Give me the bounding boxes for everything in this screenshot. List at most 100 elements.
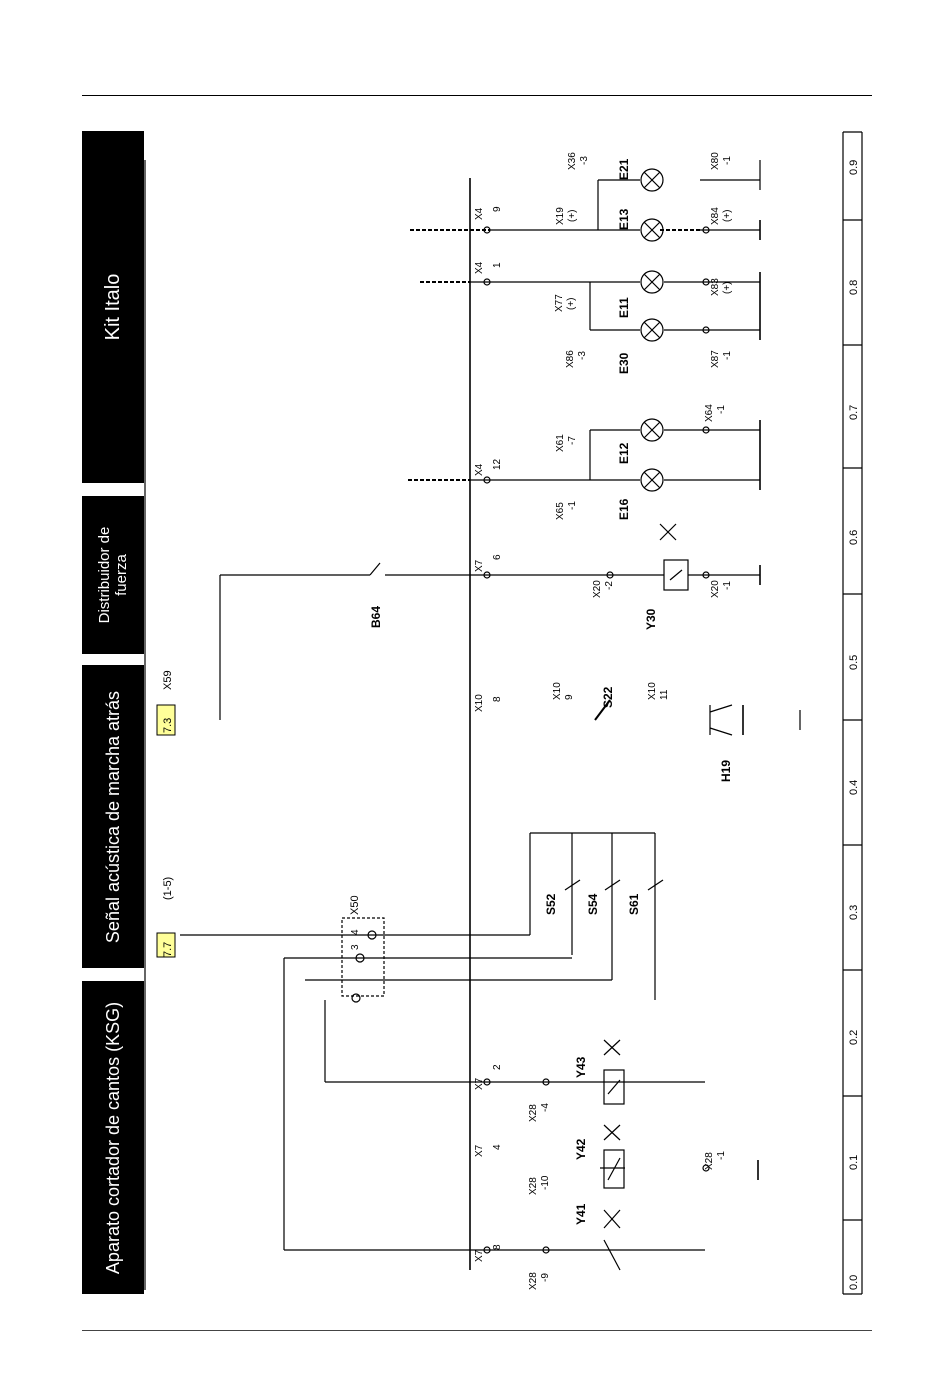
scale-label: 0.9	[848, 160, 860, 175]
conn-label: -10	[540, 1175, 551, 1190]
conn-label: -4	[540, 1103, 551, 1112]
conn-label: X7	[474, 559, 485, 572]
header-aparato: Aparato cortador de cantos (KSG)	[82, 981, 144, 1294]
conn-label: X7	[474, 1077, 485, 1090]
connector-pin	[351, 993, 361, 1003]
switch-b64-contact	[369, 562, 381, 576]
scale-label: 0.7	[848, 405, 860, 420]
conn-label: X28	[528, 1104, 539, 1122]
conn-label: X28	[528, 1272, 539, 1290]
header-distribuidor: Distribuidor de fuerza	[82, 496, 144, 654]
label-s61: S61	[627, 893, 641, 915]
label-e16: E16	[617, 498, 631, 520]
terminal	[483, 1078, 491, 1086]
conn-label: X4	[474, 207, 485, 220]
label-e30: E30	[617, 352, 631, 374]
conn-label: 12	[492, 458, 503, 470]
lamp-e21-icon	[640, 168, 664, 192]
conn-label: X77	[554, 294, 565, 312]
valve-mark	[607, 1157, 621, 1181]
conn-label: X7	[474, 1249, 485, 1262]
conn-label: (+)	[567, 210, 578, 223]
header-senal-acustica: Señal acústica de marcha atrás	[82, 665, 144, 968]
horn-h19-icon	[709, 704, 733, 713]
lamp-e13-icon	[640, 218, 664, 242]
terminal	[483, 476, 491, 484]
conn-label: 4	[492, 1144, 503, 1150]
conn-label: -2	[604, 581, 615, 590]
conn-label: -3	[577, 351, 588, 360]
lamp-cross	[643, 273, 661, 291]
label-e12: E12	[617, 442, 631, 464]
lamp-e12-icon	[640, 418, 664, 442]
conn-label: X7	[474, 1144, 485, 1157]
conn-label: (+)	[722, 282, 733, 295]
scale-label: 0.8	[848, 280, 860, 295]
connector-pin	[355, 953, 365, 963]
conn-label: X10	[552, 682, 563, 700]
valve-x	[603, 1209, 621, 1229]
connector-x50-box	[341, 917, 385, 997]
relay-y30-x	[659, 523, 677, 541]
conn-label: (+)	[566, 298, 577, 311]
conn-label: X87	[710, 350, 721, 368]
label-s22: S22	[601, 686, 615, 708]
label-y42: Y42	[574, 1138, 588, 1160]
conn-label: X36	[567, 152, 578, 170]
ref-7-7: 7.7	[162, 942, 174, 957]
scale-label: 0.5	[848, 655, 860, 670]
conn-label: -1	[716, 1151, 727, 1160]
conn-label: X86	[565, 350, 576, 368]
terminal	[702, 226, 710, 234]
connector-pin	[367, 930, 377, 940]
valve-mark	[607, 1079, 621, 1095]
label-h19: H19	[719, 760, 733, 782]
scale-label: 0.4	[848, 780, 860, 795]
bottom-rule	[82, 1330, 872, 1331]
conn-label: -1	[567, 501, 578, 510]
conn-label: X64	[704, 404, 715, 422]
scale-label: 0.2	[848, 1030, 860, 1045]
conn-label: 9	[564, 694, 575, 700]
switch-s52-icon	[564, 879, 581, 891]
lamp-cross	[643, 221, 661, 239]
conn-label: X28	[528, 1177, 539, 1195]
conn-label: 2	[492, 1064, 503, 1070]
label-b64: B64	[369, 606, 383, 628]
conn-label: -1	[716, 405, 727, 414]
lamp-e30-icon	[640, 318, 664, 342]
terminal	[702, 326, 710, 334]
lamp-e11-icon	[640, 270, 664, 294]
conn-label: X65	[555, 502, 566, 520]
horn-h19-icon	[709, 727, 733, 736]
conn-label: 8	[492, 696, 503, 702]
conn-label: X80	[710, 152, 721, 170]
scale-label: 0.1	[848, 1155, 860, 1170]
conn-label: -1	[722, 351, 733, 360]
scale-label: 0.0	[848, 1275, 860, 1290]
scale-label: 0.3	[848, 905, 860, 920]
label-x59: X59	[162, 670, 174, 690]
label-y30: Y30	[644, 608, 658, 630]
terminal	[483, 278, 491, 286]
ref-tag	[156, 704, 176, 736]
conn-label: 9	[492, 206, 503, 212]
label-e21: E21	[617, 158, 631, 180]
lamp-cross	[643, 171, 661, 189]
terminal	[542, 1246, 550, 1254]
conn-label: 8	[492, 1244, 503, 1250]
conn-label: X10	[474, 694, 485, 712]
terminal	[606, 571, 614, 579]
terminal	[483, 1246, 491, 1254]
lamp-cross	[643, 321, 661, 339]
switch-s61-icon	[647, 879, 664, 891]
relay-y30-mark	[669, 569, 683, 581]
conn-label: 11	[659, 689, 670, 700]
lamp-cross	[643, 421, 661, 439]
conn-label: X20	[710, 580, 721, 598]
header-kit-italo: Kit Italo	[82, 131, 144, 483]
label-e13: E13	[617, 208, 631, 230]
valve-x	[603, 1124, 621, 1141]
terminal	[702, 278, 710, 286]
